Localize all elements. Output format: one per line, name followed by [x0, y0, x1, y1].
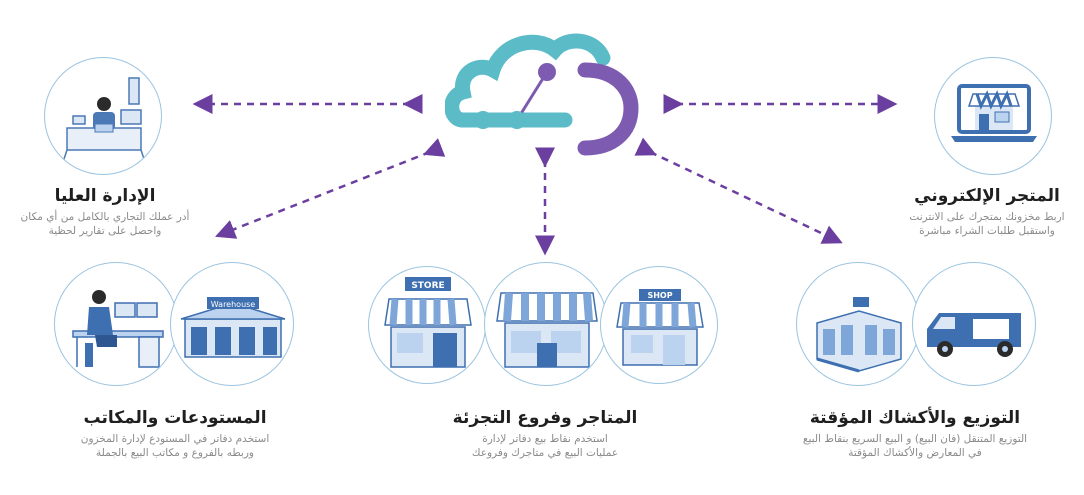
warehouse-illustration: Warehouse	[170, 262, 294, 386]
van-illustration	[912, 262, 1036, 386]
office-worker-illustration	[54, 262, 178, 386]
ecommerce-desc-line2: واستقبل طلبات الشراء مباشرة	[919, 225, 1055, 237]
warehouses-desc-line1: استخدم دفاتر في المستودع لإدارة المخزون	[80, 433, 270, 445]
warehouses-desc-line2: وربطه بالفروع و مكاتب البيع بالجملة	[96, 447, 254, 459]
shop-illustration: SHOP	[600, 266, 718, 384]
ecommerce-illustration	[934, 57, 1052, 175]
arrow-distribution	[634, 137, 843, 244]
warehouse-sign: Warehouse	[211, 300, 256, 309]
distribution-desc-line1: التوزيع المتنقل (فان البيع) و البيع السر…	[802, 433, 1028, 445]
market-illustration	[484, 262, 608, 386]
kiosk-illustration	[796, 262, 920, 386]
management-title: الإدارة العليا	[54, 186, 156, 206]
management-desc-line2: واحصل على تقارير لحظية	[48, 225, 162, 237]
store-illustration: STORE	[368, 266, 486, 384]
cloud-network-icon	[445, 28, 645, 158]
warehouses-title: المستودعات والمكاتب	[83, 408, 267, 428]
management-desc-line1: أدر عملك التجاري بالكامل من أي مكان	[20, 211, 190, 223]
retail-title: المتاجر وفروع التجزئة	[452, 408, 638, 428]
distribution-title: التوزيع والأكشاك المؤقتة	[809, 408, 1021, 428]
store-sign: STORE	[411, 281, 444, 291]
retail-desc-line2: عمليات البيع في متاجرك وفروعك	[471, 447, 619, 459]
retail-desc-line1: استخدم نقاط بيع دفاتر لإدارة	[482, 433, 608, 445]
arrow-warehouses	[215, 138, 446, 239]
distribution-desc-line2: في المعارض والأكشاك المؤقتة	[848, 447, 982, 459]
shop-sign: SHOP	[647, 291, 672, 300]
ecommerce-title: المتجر الإلكتروني	[914, 186, 1060, 206]
ecommerce-desc-line1: اربط مخزونك بمتجرك على الانترنت	[909, 211, 1065, 223]
management-illustration	[44, 57, 162, 175]
